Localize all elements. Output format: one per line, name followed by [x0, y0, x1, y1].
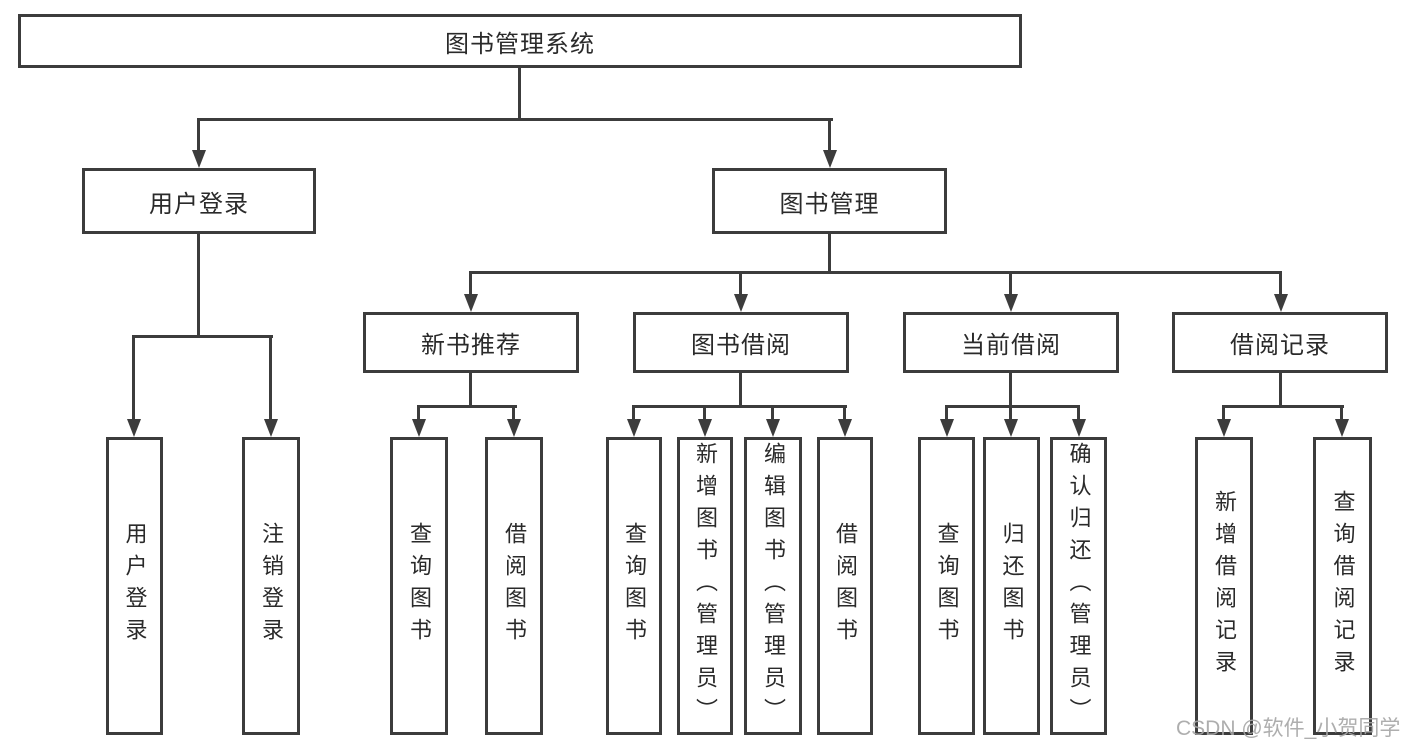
leaf-current-return: 归还图书	[983, 437, 1040, 735]
leaf-borrow-borrow: 借阅图书	[817, 437, 873, 735]
leaf-logout: 注销登录	[242, 437, 300, 735]
leaf-current-query: 查询图书	[918, 437, 975, 735]
connector-line	[1222, 405, 1225, 431]
node-borrow-record: 借阅记录	[1172, 312, 1388, 373]
connector-line	[197, 118, 833, 121]
connector-line	[1279, 271, 1282, 307]
csdn-watermark: CSDN @软件_小贺同学	[1176, 717, 1401, 740]
connector-line	[1222, 405, 1344, 408]
arrowhead-icon	[1274, 294, 1288, 312]
leaf-current-return-label: 归还图书	[999, 522, 1025, 650]
leaf-borrow-edit-admin: 编辑图书（管理员）	[744, 437, 802, 735]
leaf-record-query-label: 查询借阅记录	[1330, 490, 1356, 682]
connector-line	[197, 234, 200, 338]
connector-line	[703, 405, 706, 431]
connector-line	[739, 271, 742, 307]
connector-line	[771, 405, 774, 431]
node-user-login: 用户登录	[82, 168, 316, 234]
leaf-borrow-edit-admin-label: 编辑图书（管理员）	[761, 442, 786, 730]
arrowhead-icon	[940, 419, 954, 437]
arrowhead-icon	[507, 419, 521, 437]
leaf-newbook-borrow-label: 借阅图书	[502, 522, 527, 650]
arrowhead-icon	[1004, 419, 1018, 437]
arrowhead-icon	[412, 419, 426, 437]
arrowhead-icon	[734, 294, 748, 312]
leaf-borrow-borrow-label: 借阅图书	[833, 522, 858, 650]
connector-line	[512, 405, 515, 431]
connector-line	[417, 405, 517, 408]
arrowhead-icon	[1072, 419, 1086, 437]
arrowhead-icon	[264, 419, 278, 437]
connector-line	[945, 405, 1080, 408]
arrowhead-icon	[192, 150, 206, 168]
node-new-book-recommend: 新书推荐	[363, 312, 579, 373]
node-book-management: 图书管理	[712, 168, 947, 234]
leaf-borrow-query: 查询图书	[606, 437, 662, 735]
leaf-user-login: 用户登录	[106, 437, 163, 735]
connector-line	[828, 118, 831, 162]
connector-line	[197, 118, 200, 162]
leaf-user-login-label: 用户登录	[122, 522, 148, 650]
connector-line	[632, 405, 635, 431]
connector-line	[417, 405, 420, 431]
connector-line	[1340, 405, 1343, 431]
connector-line	[1009, 405, 1012, 431]
node-borrow-record-label: 借阅记录	[1230, 332, 1330, 359]
arrowhead-icon	[698, 419, 712, 437]
arrowhead-icon	[127, 419, 141, 437]
arrowhead-icon	[1004, 294, 1018, 312]
leaf-current-confirm-admin-label: 确认归还（管理员）	[1066, 442, 1092, 730]
arrowhead-icon	[1335, 419, 1349, 437]
node-book-borrow: 图书借阅	[633, 312, 849, 373]
connector-line	[632, 405, 847, 408]
leaf-newbook-borrow: 借阅图书	[485, 437, 543, 735]
connector-line	[843, 405, 846, 431]
arrowhead-icon	[627, 419, 641, 437]
leaf-newbook-query-label: 查询图书	[407, 522, 432, 650]
connector-line	[469, 271, 1282, 274]
connector-line	[1009, 271, 1012, 307]
leaf-record-add: 新增借阅记录	[1195, 437, 1253, 735]
node-root-label: 图书管理系统	[445, 30, 595, 58]
node-new-book-recommend-label: 新书推荐	[421, 332, 521, 359]
connector-line	[1077, 405, 1080, 431]
connector-line	[469, 373, 472, 407]
connector-line	[945, 405, 948, 431]
arrowhead-icon	[464, 294, 478, 312]
arrowhead-icon	[766, 419, 780, 437]
arrowhead-icon	[1217, 419, 1231, 437]
node-user-login-label: 用户登录	[149, 190, 249, 218]
leaf-borrow-add-admin: 新增图书（管理员）	[677, 437, 733, 735]
connector-line	[269, 335, 272, 431]
connector-line	[828, 234, 831, 273]
connector-line	[132, 335, 135, 431]
node-root: 图书管理系统	[18, 14, 1022, 68]
leaf-newbook-query: 查询图书	[390, 437, 448, 735]
node-current-borrow-label: 当前借阅	[961, 332, 1061, 359]
arrowhead-icon	[838, 419, 852, 437]
node-book-management-label: 图书管理	[779, 190, 880, 218]
connector-line	[1009, 373, 1012, 407]
leaf-current-confirm-admin: 确认归还（管理员）	[1050, 437, 1107, 735]
leaf-record-add-label: 新增借阅记录	[1212, 490, 1237, 682]
leaf-logout-label: 注销登录	[259, 522, 284, 650]
leaf-record-query: 查询借阅记录	[1313, 437, 1372, 735]
node-current-borrow: 当前借阅	[903, 312, 1119, 373]
leaf-borrow-add-admin-label: 新增图书（管理员）	[693, 442, 718, 730]
leaf-borrow-query-label: 查询图书	[622, 522, 647, 650]
arrowhead-icon	[823, 150, 837, 168]
connector-line	[469, 271, 472, 307]
connector-line	[1279, 373, 1282, 407]
node-book-borrow-label: 图书借阅	[691, 332, 791, 359]
connector-line	[739, 373, 742, 407]
connector-line	[132, 335, 273, 338]
connector-line	[518, 68, 521, 121]
leaf-current-query-label: 查询图书	[934, 522, 960, 650]
